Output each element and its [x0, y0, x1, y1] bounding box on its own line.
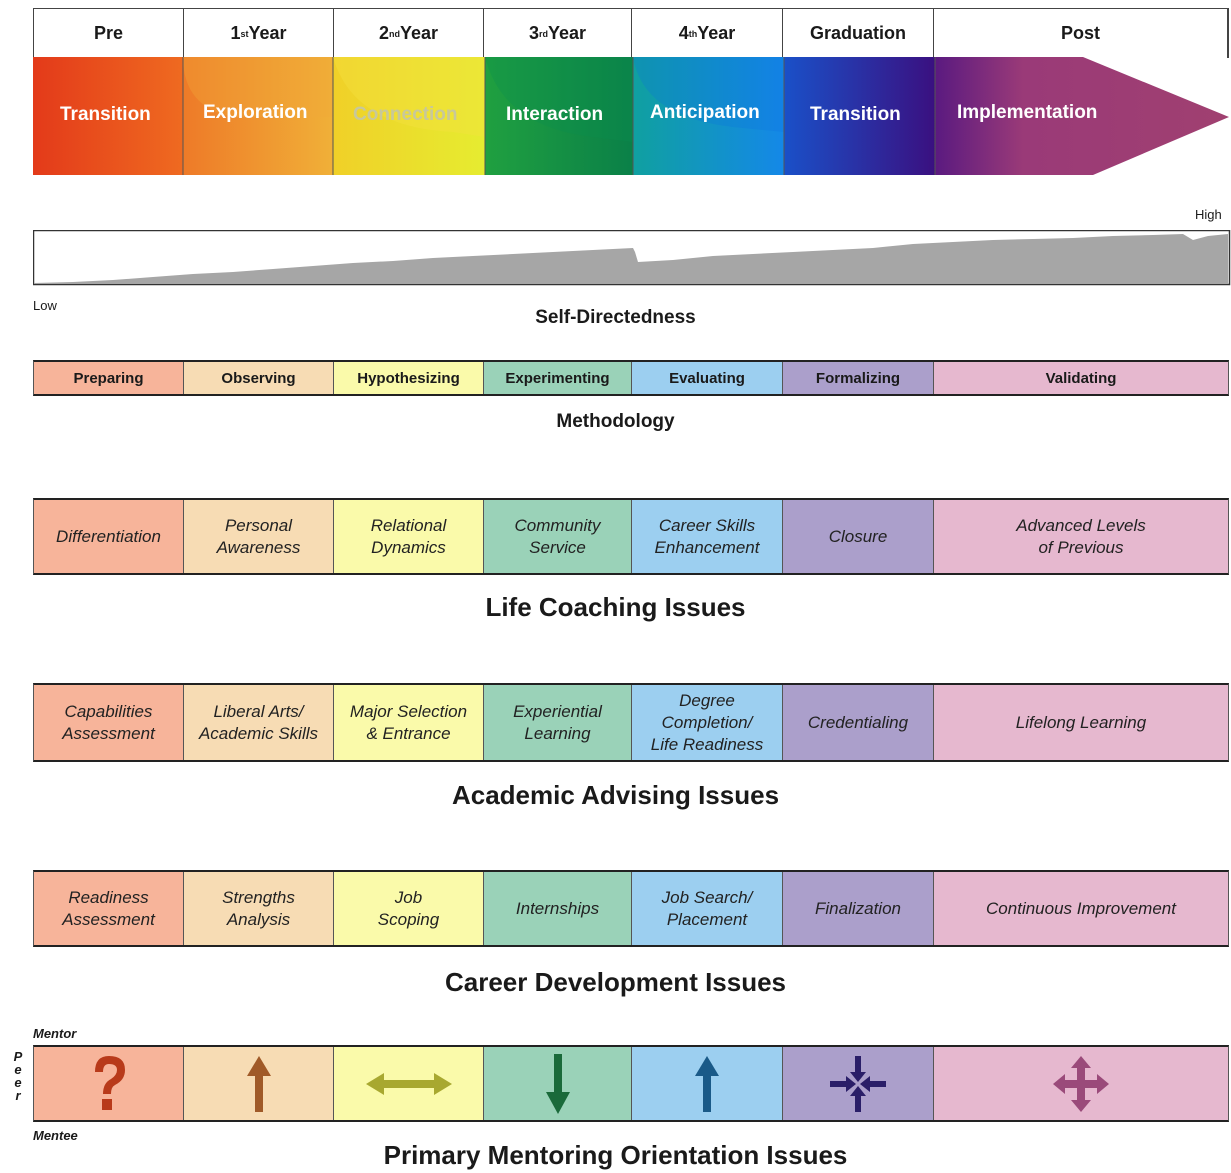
phase-label-exploration: Exploration [203, 102, 308, 123]
mentoring-cell-1 [34, 1047, 184, 1120]
self-directedness-graph [33, 230, 1231, 286]
career-development-title: Career Development Issues [444, 967, 787, 997]
arrows-diverging-icon [1053, 1055, 1109, 1112]
phase-arrow-band [33, 57, 1229, 175]
mentee-label: Mentee [33, 1128, 78, 1143]
phase-segment-6 [784, 57, 935, 175]
career-development-cell-7: Continuous Improvement [934, 872, 1228, 945]
phase-label-transition-pre: Transition [60, 104, 151, 125]
phase-segment-1 [33, 57, 183, 175]
peer-letter-3: e [14, 1075, 22, 1090]
life-coaching-cell-2: Personal Awareness [184, 500, 334, 573]
methodology-cell-experimenting: Experimenting [484, 362, 632, 394]
year-header-graduation: Graduation [783, 9, 934, 58]
self-directedness-area [34, 234, 1228, 284]
peer-letter-4: r [15, 1088, 21, 1103]
double-arrow-horizontal-icon [365, 1072, 452, 1095]
phase-label-implementation: Implementation [957, 102, 1098, 123]
mentoring-cell-2 [184, 1047, 334, 1120]
arrow-up-icon [246, 1055, 271, 1112]
academic-advising-cell-6: Credentialing [783, 685, 934, 760]
peer-letter-1: P [13, 1049, 23, 1064]
mentoring-row [33, 1045, 1229, 1122]
career-development-cell-3: Job Scoping [334, 872, 484, 945]
life-coaching-cell-3: Relational Dynamics [334, 500, 484, 573]
question-mark-icon [94, 1055, 125, 1110]
academic-advising-cell-3: Major Selection & Entrance [334, 685, 484, 760]
arrow-up-icon [695, 1055, 719, 1112]
methodology-cell-evaluating: Evaluating [632, 362, 783, 394]
career-development-cell-4: Internships [484, 872, 632, 945]
arrows-converging-icon [830, 1055, 886, 1112]
arrow-down-icon [545, 1053, 570, 1114]
mentoring-cell-3 [334, 1047, 484, 1120]
career-development-row: Readiness Assessment Strengths Analysis … [33, 870, 1229, 947]
life-coaching-row: Differentiation Personal Awareness Relat… [33, 498, 1229, 575]
methodology-title: Methodology [556, 411, 675, 432]
low-label: Low [33, 298, 57, 313]
phase-label-interaction: Interaction [506, 104, 604, 125]
peer-letter-2: e [14, 1062, 22, 1077]
life-coaching-cell-1: Differentiation [34, 500, 184, 573]
methodology-cell-validating: Validating [934, 362, 1228, 394]
phase-segment-2 [183, 57, 333, 175]
phase-segment-7-arrow [935, 57, 1229, 175]
methodology-cell-preparing: Preparing [34, 362, 184, 394]
life-coaching-title: Life Coaching Issues [485, 592, 746, 622]
phase-label-transition-graduation: Transition [810, 104, 901, 125]
peer-label: P e e r [12, 1050, 24, 1102]
year-header-pre: Pre [34, 9, 184, 58]
mentoring-cell-7 [934, 1047, 1228, 1120]
life-coaching-cell-6: Closure [783, 500, 934, 573]
high-label: High [1195, 207, 1222, 222]
phase-segment-4 [485, 57, 633, 175]
methodology-cell-hypothesizing: Hypothesizing [334, 362, 484, 394]
self-directedness-title: Self-Directedness [535, 307, 696, 328]
year-header-post: Post [934, 9, 1228, 58]
career-development-cell-5: Job Search/ Placement [632, 872, 783, 945]
phase-segment-3 [333, 57, 485, 175]
methodology-cell-observing: Observing [184, 362, 334, 394]
academic-advising-cell-4: Experiential Learning [484, 685, 632, 760]
mentoring-cell-4 [484, 1047, 632, 1120]
phase-label-connection: Connection [353, 104, 458, 125]
academic-advising-row: Capabilities Assessment Liberal Arts/ Ac… [33, 683, 1229, 762]
life-coaching-cell-4: Community Service [484, 500, 632, 573]
mentoring-cell-5 [632, 1047, 783, 1120]
mentoring-title: Primary Mentoring Orientation Issues [383, 1140, 848, 1170]
career-development-cell-1: Readiness Assessment [34, 872, 184, 945]
academic-advising-title: Academic Advising Issues [451, 780, 780, 810]
academic-advising-cell-1: Capabilities Assessment [34, 685, 184, 760]
mentor-label: Mentor [33, 1026, 77, 1041]
mentoring-cell-6 [783, 1047, 934, 1120]
phase-segment-5 [633, 57, 784, 175]
methodology-row: Preparing Observing Hypothesizing Experi… [33, 360, 1229, 396]
career-development-cell-6: Finalization [783, 872, 934, 945]
phase-label-anticipation: Anticipation [650, 102, 760, 123]
career-development-cell-2: Strengths Analysis [184, 872, 334, 945]
academic-advising-cell-7: Lifelong Learning [934, 685, 1228, 760]
academic-advising-cell-5: Degree Completion/ Life Readiness [632, 685, 783, 760]
life-coaching-cell-7: Advanced Levels of Previous [934, 500, 1228, 573]
methodology-cell-formalizing: Formalizing [783, 362, 934, 394]
academic-advising-cell-2: Liberal Arts/ Academic Skills [184, 685, 334, 760]
life-coaching-cell-5: Career Skills Enhancement [632, 500, 783, 573]
